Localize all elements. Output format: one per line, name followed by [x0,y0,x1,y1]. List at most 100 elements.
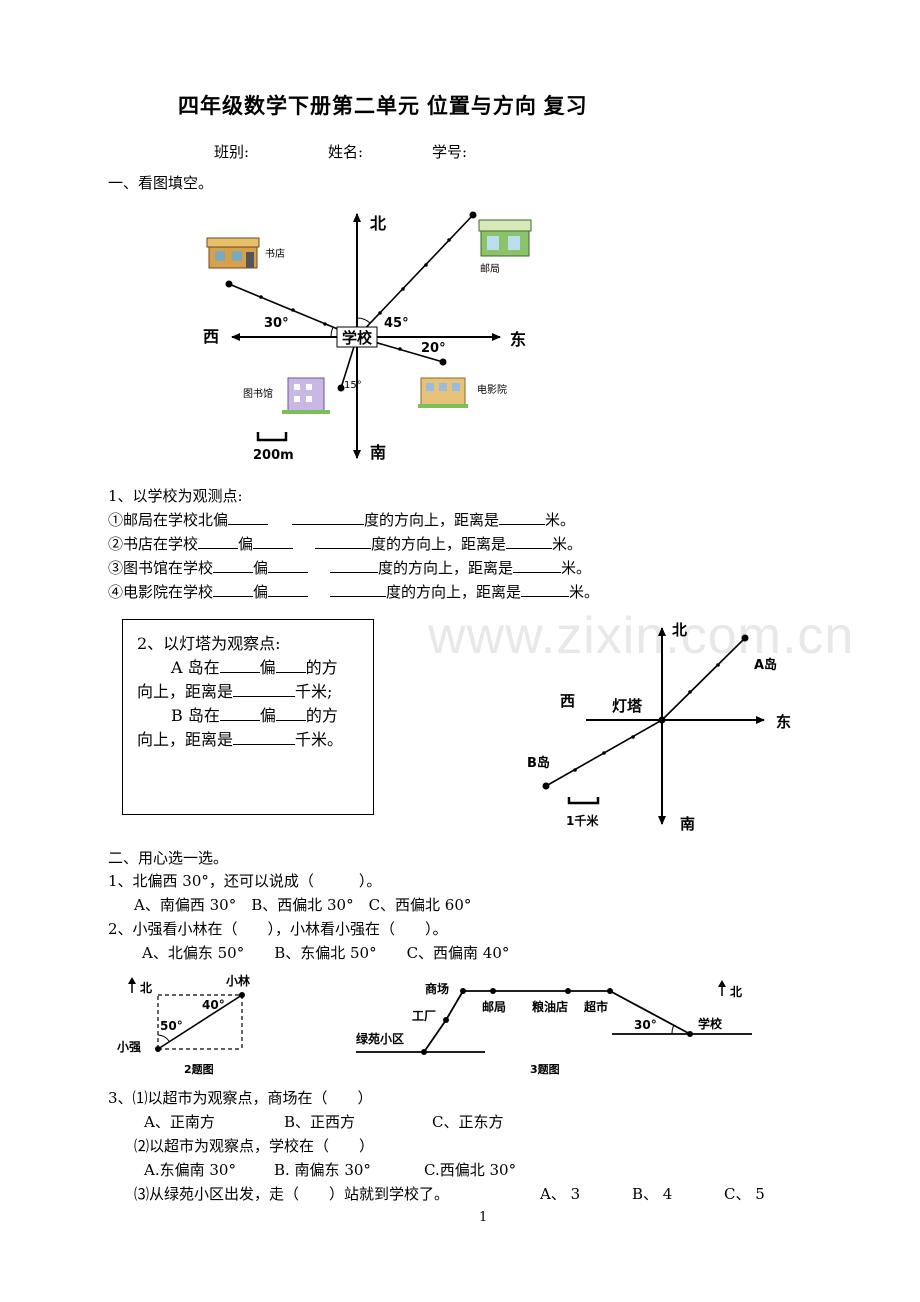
answer-blank[interactable] [233,681,296,697]
scale-label: 1千米 [566,813,599,828]
page-number: 1 [479,1210,488,1225]
answer-blank[interactable] [268,557,309,573]
section1-heading: 一、看图填空。 [108,174,214,192]
fig3-caption: 3题图 [530,1063,560,1076]
q2-line5: 向上，距离是千米。 [137,729,344,749]
answer-blank[interactable] [330,581,387,597]
scale-bar [567,797,600,805]
ray-island-a [661,634,749,721]
answer-blank[interactable] [315,533,372,549]
east-label: 东 [776,713,791,731]
fig2-xiaolin-label: 小林 [226,973,250,988]
post-office-icon [478,219,532,257]
scale-bar [256,432,288,442]
s2-question-2-options[interactable]: A、北偏东 50° B、东偏北 50° C、西偏南 40° [142,944,510,962]
q3-1-option-c[interactable]: C、正东方 [432,1113,504,1131]
west-label: 西 [560,692,575,710]
cinema-label: 电影院 [477,383,507,396]
answer-blank[interactable] [499,509,546,525]
angle-30-label: 30° [264,316,289,331]
island-a-label: A岛 [754,657,777,673]
lighthouse-label: 灯塔 [612,697,643,715]
name-label: 姓名: [328,143,364,161]
fig2-angle-50: 50° [160,1019,183,1033]
q2-line2: A 岛在偏的方 [171,657,338,677]
school-direction-map: 学校 北 南 东 西 30° 45° 20° 15° 书店 邮局 图书馆 电影院… [203,211,532,463]
answer-blank[interactable] [213,581,254,597]
library-icon [282,377,330,414]
cinema-icon [418,377,468,408]
bookstore-icon [206,237,260,269]
bookstore-label: 书店 [265,247,285,260]
ray-post-office [356,211,477,338]
class-label: 班别: [214,143,250,161]
ray-bookstore [225,280,358,338]
answer-blank[interactable] [233,729,296,745]
s2-question-2: 2、小强看小林在（ ），小林看小强在（ ）。 [108,920,448,938]
s2-question-1-options[interactable]: A、南偏西 30° B、西偏北 30° C、西偏北 60° [134,896,472,914]
q1-item-a: ①邮局在学校北偏度的方向上，距离是米。 [108,509,576,529]
library-label: 图书馆 [243,387,273,400]
fig2-xiaoqiang-label: 小强 [117,1039,141,1054]
ray-island-b [542,719,663,790]
q3-3-option-a[interactable]: A、 3 [540,1185,581,1203]
q2-line4: B 岛在偏的方 [171,705,338,725]
s2-question-3-1: 3、⑴以超市为观察点，商场在（ ） [108,1089,373,1107]
answer-blank[interactable] [330,557,379,573]
center-school-label: 学校 [342,329,373,347]
q3-3-option-b[interactable]: B、 4 [632,1185,673,1203]
figure-3: 商场 工厂 邮局 粮油店 超市 学校 绿苑小区 30° 北 3题图 [356,980,752,1076]
q3-2-option-c[interactable]: C.西偏北 30° [424,1161,517,1179]
fig3-angle-30: 30° [634,1018,657,1032]
west-label: 西 [203,327,219,346]
fig3-market-label: 超市 [583,999,608,1014]
q3-1-option-b[interactable]: B、正西方 [284,1113,356,1131]
q3-2-option-b[interactable]: B. 南偏东 30° [274,1161,371,1179]
answer-blank[interactable] [275,657,306,673]
answer-blank[interactable] [213,557,254,573]
answer-blank[interactable] [228,509,269,525]
answer-blank[interactable] [521,581,570,597]
fig3-community-label: 绿苑小区 [356,1031,404,1046]
q1-item-c: ③图书馆在学校偏度的方向上，距离是米。 [108,557,592,577]
q2-box: 2、以灯塔为观察点: A 岛在偏的方 向上，距离是千米; B 岛在偏的方 向上，… [122,619,374,815]
fig3-grain-label: 粮油店 [532,999,568,1014]
page-title: 四年级数学下册第二单元 位置与方向 复习 [178,95,588,118]
east-label: 东 [510,330,526,349]
north-label: 北 [370,214,386,233]
answer-blank[interactable] [513,557,562,573]
answer-blank[interactable] [253,533,294,549]
fig3-mall-label: 商场 [425,981,449,996]
q1-item-d: ④电影院在学校偏度的方向上，距离是米。 [108,581,600,601]
q1-intro: 1、以学校为观测点: [108,487,243,505]
q3-2-option-a[interactable]: A.东偏南 30° [144,1161,236,1179]
q2-line3: 向上，距离是千米; [137,681,333,701]
student-id-label: 学号: [432,143,468,161]
post-office-label: 邮局 [480,262,500,275]
fig2-angle-40: 40° [202,998,225,1012]
s2-question-1: 1、北偏西 30°，还可以说成（ ）。 [108,872,382,890]
fig3-factory-label: 工厂 [412,1009,436,1023]
watermark: www.zixin.com.cn [428,607,855,665]
north-label: 北 [672,621,687,639]
s2-question-3-2: ⑵以超市为观察点，学校在（ ） [134,1137,375,1155]
fig2-north-label: 北 [140,980,152,995]
answer-blank[interactable] [219,705,260,721]
answer-blank[interactable] [292,509,365,525]
q3-3-option-c[interactable]: C、 5 [724,1185,765,1203]
q2-line1: 2、以灯塔为观察点: [137,634,281,653]
lighthouse-direction-map: 北 南 东 西 灯塔 A岛 B岛 1千米 [527,621,791,833]
fig3-post-label: 邮局 [482,999,506,1014]
answer-blank[interactable] [268,581,309,597]
answer-blank[interactable] [219,657,260,673]
figure-2: 北 小林 小强 40° 50° 2题图 [117,973,250,1076]
island-b-label: B岛 [527,755,550,771]
answer-blank[interactable] [198,533,239,549]
answer-blank[interactable] [275,705,306,721]
angle-45-label: 45° [384,316,409,331]
fig3-school-label: 学校 [698,1016,723,1031]
section2-heading: 二、用心选一选。 [108,849,229,867]
s2-question-3-3: ⑶从绿苑小区出发，走（ ）站就到学校了。 [134,1185,450,1203]
answer-blank[interactable] [506,533,553,549]
q3-1-option-a[interactable]: A、正南方 [144,1113,215,1131]
